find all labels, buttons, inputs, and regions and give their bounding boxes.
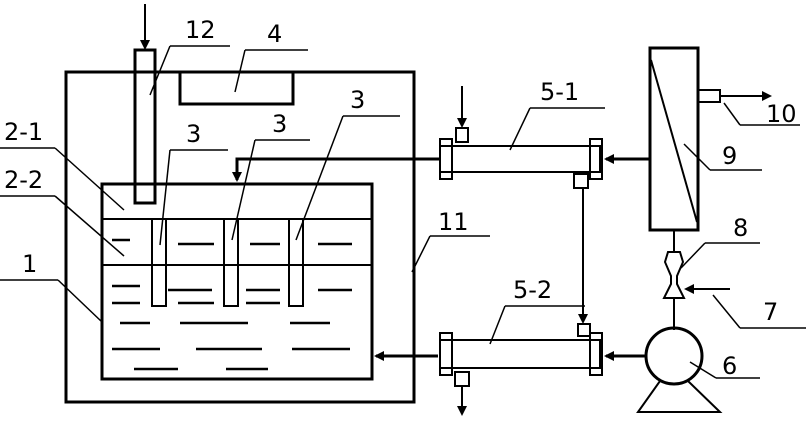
label-outer-enclosure: 11 [438,208,469,236]
label-heat-exchanger-bottom: 5-2 [513,276,552,304]
heat-exchanger-bottom [439,339,601,369]
hx-bottom-right-cap [589,332,603,376]
leader-lines [0,45,806,379]
label-ejector: 8 [733,214,748,242]
column-outlet-nozzle [697,89,721,103]
label-lid-component: 4 [267,20,282,48]
label-layer-lower: 2-2 [4,166,43,194]
pump-base [636,380,723,413]
label-ejector-inlet: 7 [763,298,778,326]
pump [644,326,704,386]
vertical-tube [133,48,157,205]
label-column-outlet: 10 [766,100,797,128]
label-tube-middle: 3 [272,110,287,138]
hx-top-right-cap [589,138,603,180]
label-column: 9 [722,142,737,170]
hx-bottom-inlet-nozzle [577,323,591,337]
hx-top-inlet-nozzle [455,127,469,143]
heat-exchanger-top [439,145,601,173]
inner-vessel [100,182,374,381]
label-layer-upper: 2-1 [4,118,43,146]
lid-component [178,72,295,106]
hx-top-left-cap [439,138,453,180]
label-tube-right: 3 [350,86,365,114]
label-heat-exchanger-top: 5-1 [540,78,579,106]
column-packing [650,59,698,223]
label-tube-left: 3 [186,120,201,148]
label-vessel: 1 [22,250,37,278]
hx-bottom-outlet-nozzle [454,371,470,387]
ejector [662,251,686,299]
return-line [232,157,440,182]
tube-middle [223,219,239,307]
hx-top-outlet-nozzle [573,173,589,189]
label-vertical-tube: 12 [185,16,216,44]
liquid-marks [112,238,352,371]
label-pump: 6 [722,352,737,380]
tube-left [151,219,167,307]
outer-enclosure [64,70,416,404]
hx-bottom-left-cap [439,332,453,376]
tube-right [288,219,304,307]
